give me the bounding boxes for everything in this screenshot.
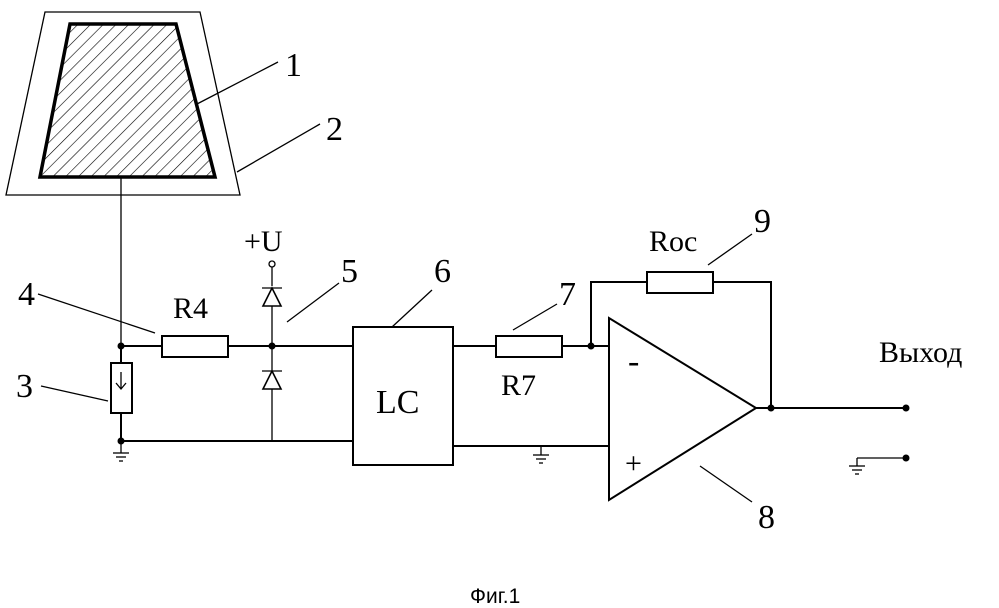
label-roc: Roc [649,225,697,258]
resistor-r7 [496,336,562,357]
label-r7: R7 [501,369,536,402]
label-3: 3 [16,368,33,405]
leader-6 [392,290,432,327]
label-lc: LC [376,384,419,421]
label-9: 9 [754,203,771,240]
leader-3 [41,386,108,401]
label-8: 8 [758,499,775,536]
label-minus: - [628,343,639,380]
diode-upper [263,288,281,306]
label-5: 5 [341,253,358,290]
label-supply: +U [244,225,283,258]
resistor-roc [647,272,713,293]
leader-9 [708,234,752,265]
label-r4: R4 [173,292,208,325]
label-output: Выход [879,336,962,369]
output-terminal [903,405,910,412]
figure-caption: Фиг.1 [470,585,520,608]
sensor-hatched-element [40,24,215,177]
leader-7 [513,304,557,330]
resistor-r4 [162,336,228,357]
leader-5 [287,283,339,322]
label-4: 4 [18,276,35,313]
ground-terminal [903,455,910,462]
supply-terminal [269,261,275,267]
diode-lower [263,371,281,389]
label-2: 2 [326,111,343,148]
label-7: 7 [559,276,576,313]
label-1: 1 [285,47,302,84]
label-plus: + [625,447,642,480]
leader-8 [700,466,752,502]
leader-1 [197,62,278,104]
leader-2 [237,124,320,172]
label-6: 6 [434,253,451,290]
leader-4 [38,294,155,333]
